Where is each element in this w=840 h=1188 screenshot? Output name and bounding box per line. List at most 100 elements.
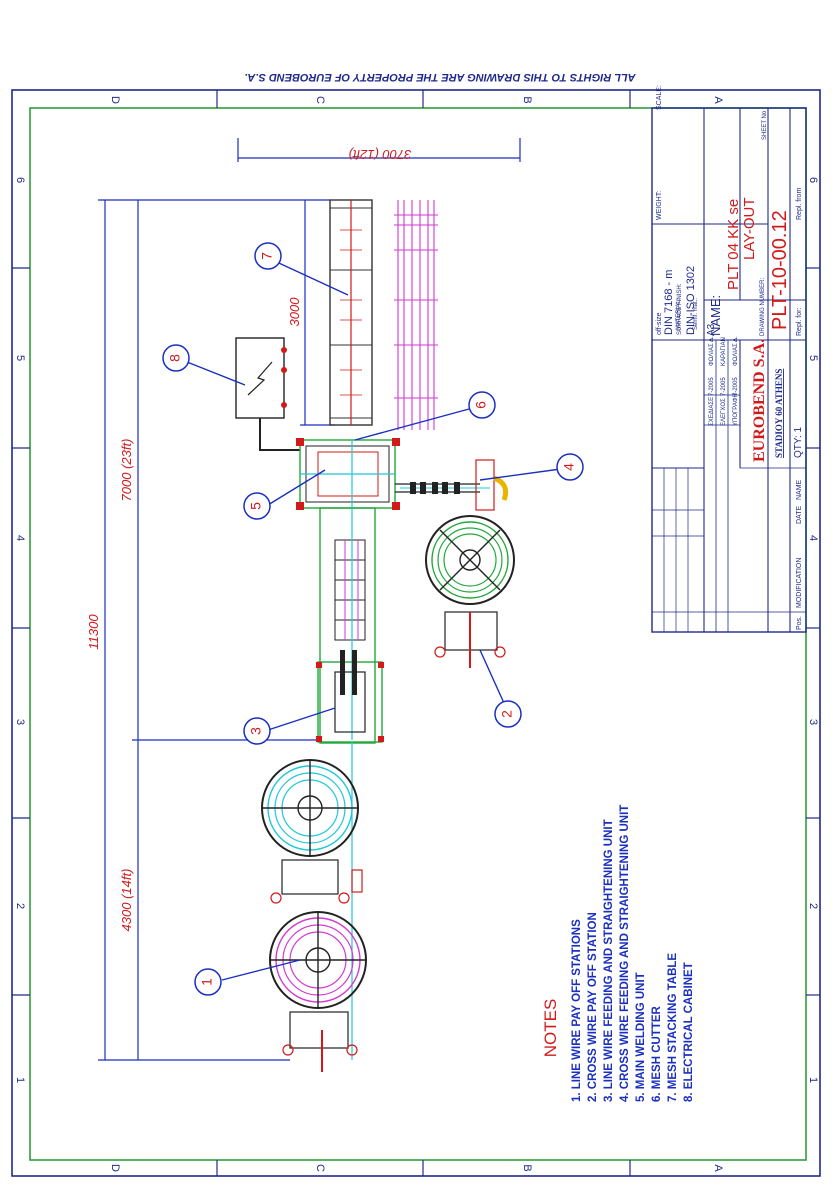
line-wire-straightening-unit	[316, 650, 384, 743]
zone-number-left-2: 2	[14, 903, 26, 909]
dimension-table: 3000	[287, 297, 302, 327]
dimension-width: 3700 (12ft)	[349, 147, 412, 162]
mesh-stacking-table	[329, 199, 373, 426]
callout-5-label: 5	[248, 502, 264, 510]
zone-number-right-2: 2	[807, 903, 819, 909]
callout-1-label: 1	[199, 978, 215, 986]
zone-number-left-3: 3	[14, 719, 26, 725]
tb-qty: QTY: 1	[793, 426, 804, 458]
zone-number-right-5: 5	[807, 355, 819, 361]
callout-2: 2	[494, 700, 522, 728]
tb-weight: WEIGHT:	[656, 191, 663, 220]
zone-number-left-1: 1	[14, 1077, 26, 1083]
tb-repl-for: Repl. for:	[796, 308, 803, 336]
note-item-7: 7. MESH STACKING TABLE	[667, 953, 679, 1102]
output-mesh-wires	[394, 200, 438, 430]
tb-repl-from: Repl. from	[796, 188, 803, 220]
tb-mod-pos: Pos.	[796, 616, 803, 630]
tb-sign-3-role: ΥΠΟΓΡΑΦΗ	[733, 393, 739, 426]
zone-number-left-5: 5	[14, 355, 26, 361]
note-item-6: 6. MESH CUTTER	[651, 1005, 663, 1102]
callouts: 1 2 3 4 5 6 7 8	[162, 242, 584, 996]
zone-letter-top-d: D	[109, 96, 121, 104]
tb-sign-2-date: 7-2005	[721, 377, 727, 396]
electrical-cabinet	[235, 337, 300, 451]
zone-number-left-4: 4	[14, 535, 26, 541]
callout-2-label: 2	[499, 710, 515, 718]
zone-letter-top-a: A	[712, 96, 724, 104]
zone-letter-top-c: C	[314, 96, 326, 104]
zone-letter-bottom-c: C	[314, 1164, 326, 1172]
callout-1: 1	[194, 968, 222, 996]
wire-guide	[351, 869, 363, 893]
callout-7: 7	[254, 242, 282, 270]
copyright-text: ALL RIGHTS TO THIS DRAWING ARE THE PROPE…	[244, 71, 636, 83]
tb-din: DIN 7168 - m	[663, 270, 675, 335]
tb-address: STADIOY 60 ATHENS	[774, 369, 784, 458]
tb-scale-label: SCALE:	[656, 85, 663, 110]
tb-sign-3-date: 7-2005	[733, 377, 739, 396]
zone-ticks	[12, 90, 820, 1176]
tb-company: EUROBEND S.A.	[751, 339, 768, 462]
dimension-lines	[98, 138, 521, 1061]
title-block: off-size DIN 7168 - m SURFACE FINISH: DI…	[651, 85, 807, 633]
tb-semif: Semif. mat.:	[693, 298, 699, 330]
callout-3-label: 3	[248, 727, 264, 735]
notes-heading: NOTES	[541, 999, 560, 1058]
tb-sign-1-name: ΦΩΛΙΑΣ Δ.	[709, 336, 715, 366]
callout-6: 6	[468, 391, 496, 419]
tb-name-line1: PLT 04 KK se	[725, 199, 742, 290]
tb-sign-2-role: ΕΛΕΓΧΟΣ	[721, 398, 727, 426]
callout-4-label: 4	[561, 463, 577, 471]
tb-off-size: off-size	[656, 312, 663, 335]
cross-wire-feeding-unit	[395, 459, 509, 511]
tb-material: MATERIAL:	[676, 298, 682, 330]
tb-mod-name: NAME	[796, 479, 803, 500]
outer-border	[11, 89, 821, 1177]
tb-sign-3-name: ΦΩΛΙΑΣ Δ.	[733, 336, 739, 366]
tb-name-line2: LAY-OUT	[741, 197, 758, 260]
callout-8-label: 8	[167, 354, 183, 362]
note-item-2: 2. CROSS WIRE PAY OFF STATION	[587, 912, 599, 1102]
callout-5: 5	[243, 492, 271, 520]
tb-surface-label: SURFACE FINISH:	[677, 283, 683, 335]
main-welding-unit	[296, 438, 400, 510]
tb-drawing-number: PLT-10-00.12	[769, 210, 791, 330]
zone-number-right-1: 1	[807, 1077, 819, 1083]
dimension-upper: 7000 (23ft)	[119, 439, 134, 502]
zone-number-right-6: 6	[807, 177, 819, 183]
notes: NOTES 1. LINE WIRE PAY OFF STATIONS 2. C…	[541, 805, 695, 1102]
zone-number-right-4: 4	[807, 535, 819, 541]
line-wire-pay-off-cyan	[261, 759, 359, 904]
zone-letter-top-b: B	[521, 96, 533, 103]
note-item-4: 4. CROSS WIRE FEEDING AND STRAIGHTENING …	[619, 805, 631, 1102]
callout-4: 4	[556, 453, 584, 481]
callout-3: 3	[243, 717, 271, 745]
zone-letter-bottom-b: B	[521, 1164, 533, 1171]
tb-sign-1-role: ΣΧΕΔΙΑΣΕ	[709, 397, 715, 426]
zone-letter-bottom-d: D	[109, 1164, 121, 1172]
zone-letter-bottom-a: A	[712, 1164, 724, 1172]
note-item-1: 1. LINE WIRE PAY OFF STATIONS	[571, 919, 583, 1102]
note-item-5: 5. MAIN WELDING UNIT	[635, 972, 647, 1102]
tb-sign-1-date: 7-2005	[709, 377, 715, 396]
tb-mod-date: DATE	[796, 506, 803, 524]
tb-name-label: NAME:	[708, 295, 723, 336]
zone-number-right-3: 3	[807, 719, 819, 725]
note-item-3: 3. LINE WIRE FEEDING AND STRAIGHTENING U…	[603, 819, 615, 1102]
callout-8: 8	[162, 344, 190, 372]
tb-a3: A3	[706, 323, 717, 336]
tb-sheet-no: SHEET No	[762, 110, 768, 140]
cross-wire-pay-off-station	[425, 515, 515, 668]
tb-sign-2-name: ΚΑΡΑΓΙΑΝ	[721, 337, 727, 366]
line-wire-pay-off-magenta	[269, 911, 367, 1072]
dimension-total: 11300	[86, 614, 101, 650]
dimension-lower: 4300 (14ft)	[119, 869, 134, 932]
inner-frame	[29, 107, 807, 1161]
note-item-8: 8. ELECTRICAL CABINET	[683, 962, 695, 1102]
line-wire-feed-path	[319, 507, 376, 744]
zone-number-left-6: 6	[14, 177, 26, 183]
tb-drawing-number-label: DRAWING NUMBER:	[760, 278, 766, 336]
tb-surface-value: DIN-ISO 1302	[685, 266, 697, 335]
